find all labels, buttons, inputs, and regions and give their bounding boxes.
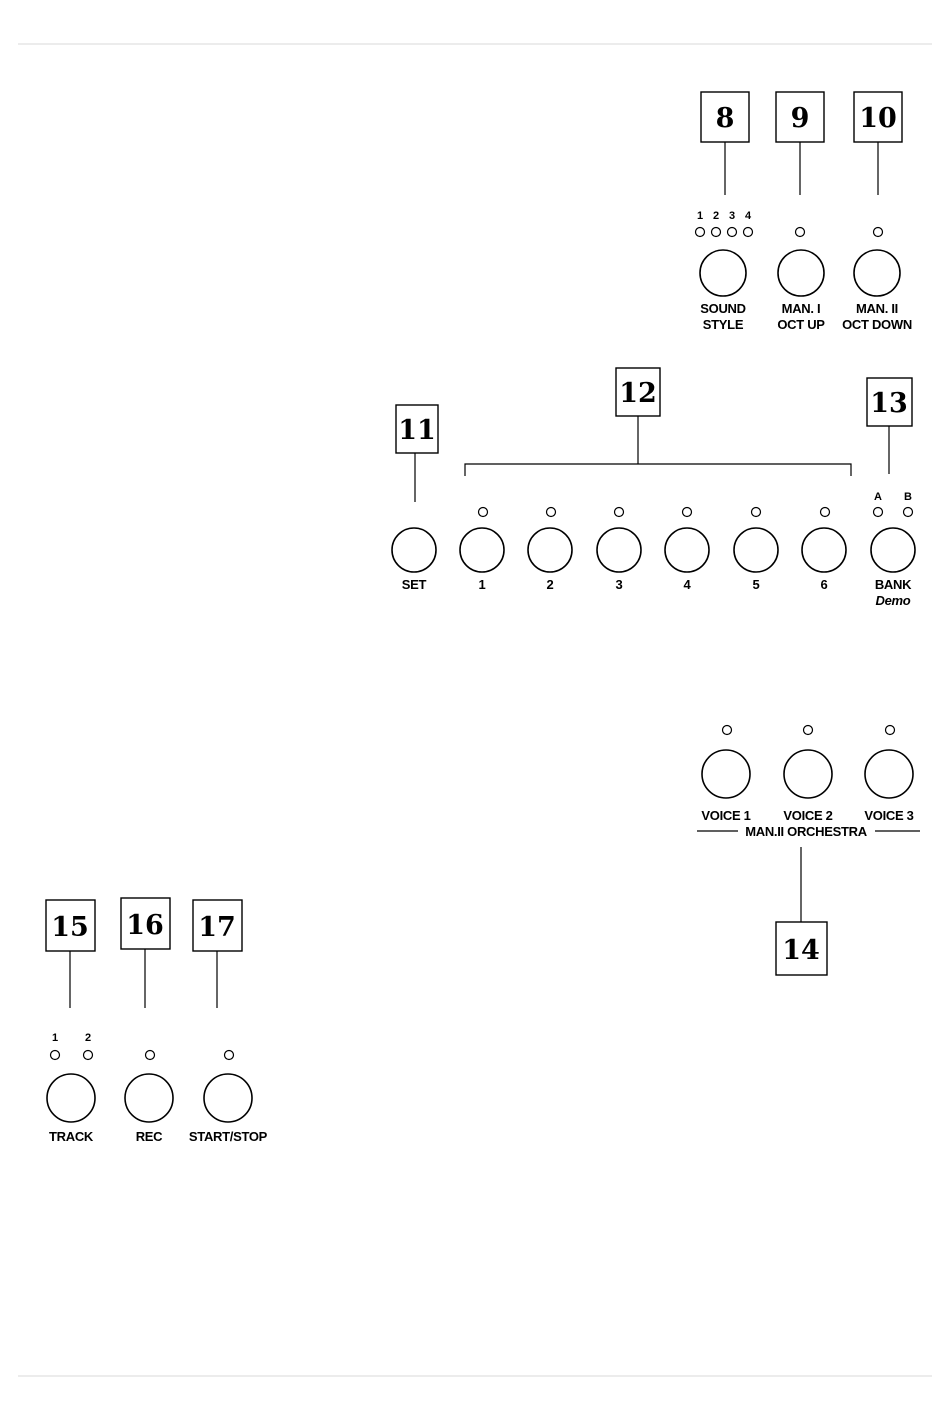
callout-16: 16: [121, 898, 170, 1008]
svg-text:1: 1: [52, 1032, 58, 1044]
callout-8: 8: [701, 92, 749, 195]
led-bank-b: [904, 508, 913, 517]
track-button[interactable]: [47, 1074, 95, 1122]
sound-style-leds: 1 2 3 4: [696, 210, 753, 237]
svg-text:B: B: [904, 491, 912, 503]
memory-button-4[interactable]: 4: [665, 508, 709, 593]
svg-text:15: 15: [51, 912, 89, 943]
svg-text:A: A: [874, 491, 882, 503]
callout-12: 12: [465, 368, 851, 476]
callout-15: 15: [46, 900, 95, 1008]
led-bank-a: [874, 508, 883, 517]
callout-13: 13: [867, 378, 912, 474]
led-style-2: [712, 228, 721, 237]
bank-demo-button[interactable]: [871, 528, 915, 572]
svg-text:VOICE 2: VOICE 2: [783, 808, 832, 823]
led-style-1: [696, 228, 705, 237]
sound-style-button[interactable]: [700, 250, 746, 296]
svg-text:3: 3: [729, 210, 735, 222]
callout-17: 17: [193, 900, 242, 1008]
svg-text:4: 4: [745, 210, 752, 222]
led-man2: [874, 228, 883, 237]
memory-button-2[interactable]: 2: [528, 508, 572, 593]
svg-text:16: 16: [126, 910, 164, 941]
svg-text:2: 2: [713, 210, 719, 222]
bank-label: BANK: [875, 577, 912, 592]
sound-style-label: SOUND: [700, 301, 745, 316]
led-style-4: [744, 228, 753, 237]
oct-up-label: OCT UP: [777, 317, 825, 332]
svg-text:8: 8: [716, 103, 735, 134]
led-rec: [146, 1051, 155, 1060]
memory-button-1[interactable]: 1: [460, 508, 504, 593]
led-start-stop: [225, 1051, 234, 1060]
callout-11: 11: [396, 405, 438, 502]
led-track-1: [51, 1051, 60, 1060]
man1-oct-up-button[interactable]: [778, 250, 824, 296]
demo-label: Demo: [876, 593, 911, 608]
svg-text:10: 10: [859, 103, 897, 134]
oct-down-label: OCT DOWN: [842, 317, 912, 332]
voice-2-button[interactable]: VOICE 2: [783, 726, 832, 824]
track-leds: 1 2: [51, 1032, 93, 1060]
svg-text:13: 13: [870, 388, 908, 419]
set-label: SET: [402, 577, 427, 592]
sound-style-label-2: STYLE: [703, 317, 744, 332]
svg-text:1: 1: [697, 210, 703, 222]
svg-text:5: 5: [753, 577, 760, 592]
start-stop-label: START/STOP: [189, 1129, 268, 1144]
man2-oct-down-button[interactable]: [854, 250, 900, 296]
svg-text:6: 6: [821, 577, 828, 592]
led-track-2: [84, 1051, 93, 1060]
callout-9: 9: [776, 92, 824, 195]
set-button[interactable]: [392, 528, 436, 572]
orchestra-group: MAN.II ORCHESTRA: [697, 824, 920, 922]
orchestra-label: MAN.II ORCHESTRA: [745, 824, 868, 839]
svg-text:2: 2: [547, 577, 554, 592]
svg-text:4: 4: [684, 577, 692, 592]
callout-10: 10: [854, 92, 902, 195]
svg-text:14: 14: [782, 935, 820, 966]
man1-label: MAN. I: [782, 301, 821, 316]
man2-label: MAN. II: [856, 301, 898, 316]
svg-text:3: 3: [616, 577, 623, 592]
memory-button-6[interactable]: 6: [802, 508, 846, 593]
voice-1-button[interactable]: VOICE 1: [701, 726, 750, 824]
memory-button-5[interactable]: 5: [734, 508, 778, 593]
svg-text:11: 11: [398, 415, 436, 446]
svg-text:1: 1: [479, 577, 486, 592]
start-stop-button[interactable]: [204, 1074, 252, 1122]
svg-text:VOICE 3: VOICE 3: [864, 808, 913, 823]
bank-leds: A B: [874, 491, 913, 517]
track-label: TRACK: [49, 1129, 94, 1144]
svg-text:17: 17: [198, 912, 236, 943]
rec-label: REC: [136, 1129, 163, 1144]
led-style-3: [728, 228, 737, 237]
rec-button[interactable]: [125, 1074, 173, 1122]
svg-text:9: 9: [791, 103, 810, 134]
svg-text:2: 2: [85, 1032, 91, 1044]
callout-14: 14: [776, 922, 827, 975]
voice-3-button[interactable]: VOICE 3: [864, 726, 913, 824]
led-man1: [796, 228, 805, 237]
svg-text:VOICE 1: VOICE 1: [701, 808, 750, 823]
memory-button-3[interactable]: 3: [597, 508, 641, 593]
svg-text:12: 12: [619, 378, 657, 409]
